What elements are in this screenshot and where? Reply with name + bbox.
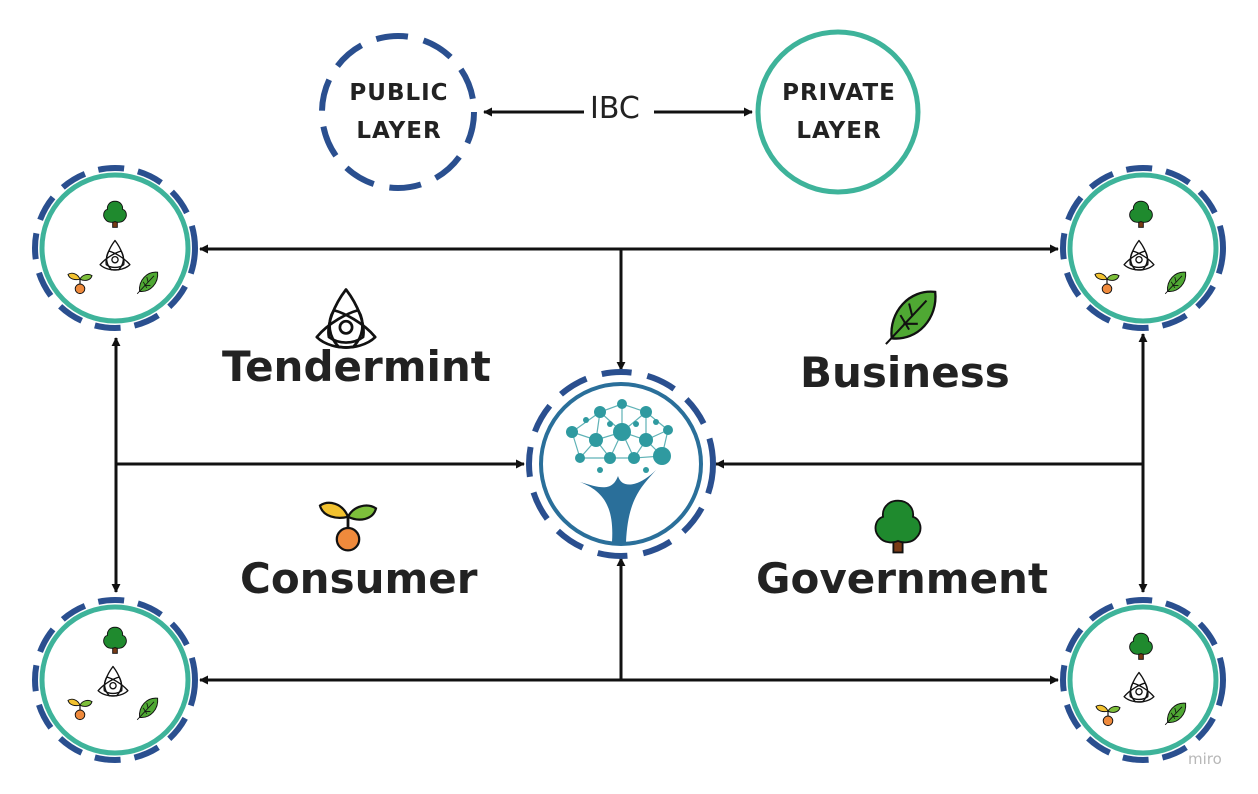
network-tree-icon <box>566 399 673 542</box>
sprout-icon <box>318 501 378 552</box>
public-layer-circle <box>319 33 477 191</box>
miro-watermark: miro <box>1188 750 1222 768</box>
private-layer-label: PRIVATE LAYER <box>772 74 906 150</box>
public-layer-label: PUBLIC LAYER <box>338 74 460 150</box>
node-bottom-right <box>1060 597 1226 763</box>
public-layer-text: PUBLIC LAYER <box>349 80 449 144</box>
private-layer-circle <box>755 29 921 195</box>
leaf-icon <box>884 290 937 346</box>
consumer-label: Consumer <box>240 554 478 603</box>
node-top-left <box>32 165 198 331</box>
node-top-right <box>1060 165 1226 331</box>
node-bottom-left <box>32 597 198 763</box>
tendermint-label: Tendermint <box>222 342 491 391</box>
tree-icon <box>874 499 922 554</box>
connector-lines <box>111 107 1148 685</box>
tendermint-icon <box>315 288 377 349</box>
private-layer-text: PRIVATE LAYER <box>782 80 896 144</box>
government-label: Government <box>756 554 1049 603</box>
business-label: Business <box>800 348 1010 397</box>
central-hub <box>526 369 716 559</box>
ibc-label: IBC <box>584 91 646 126</box>
